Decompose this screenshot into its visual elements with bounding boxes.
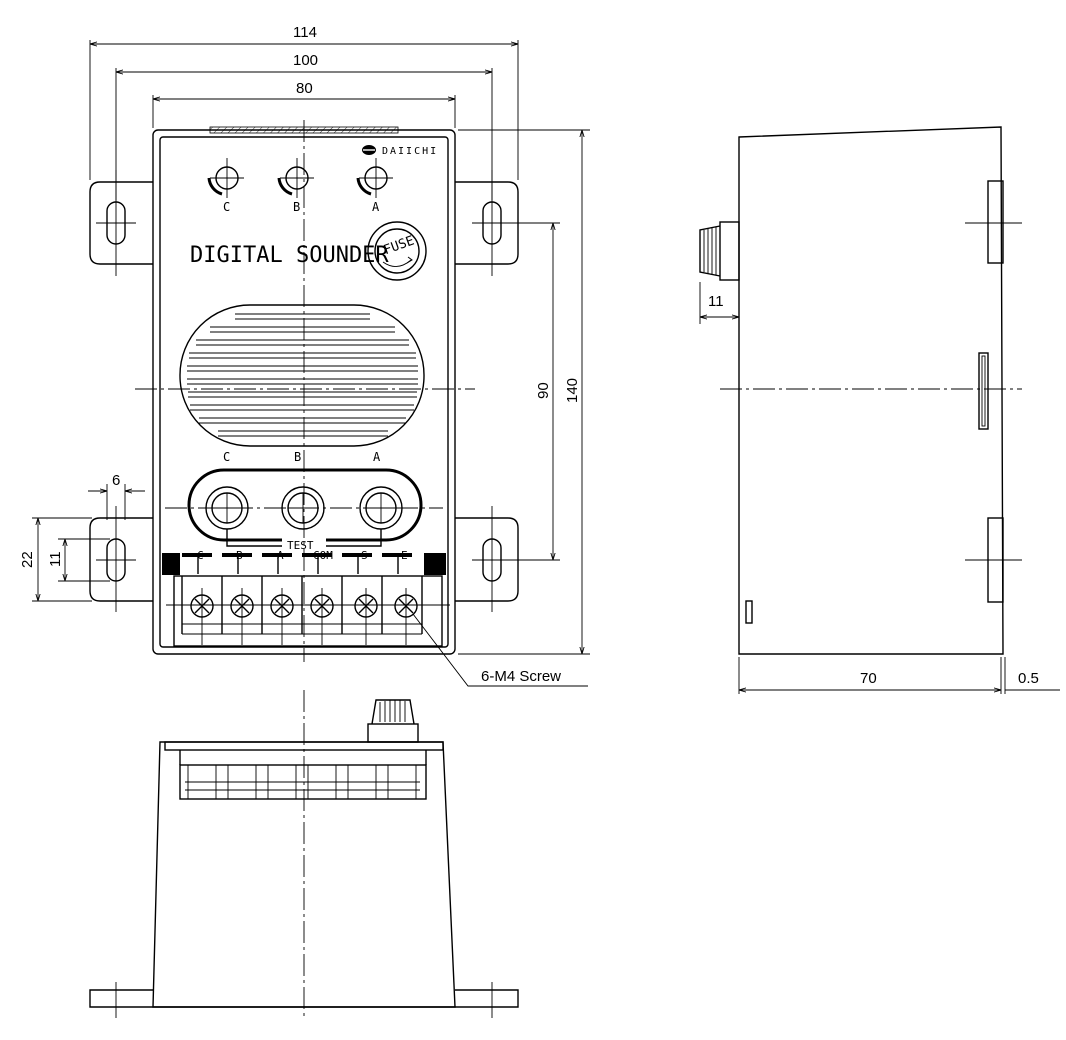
bottom-terminals xyxy=(179,750,427,800)
terminal-label-b: B xyxy=(236,549,243,562)
side-knob xyxy=(699,221,740,281)
indicator-label-b: B xyxy=(293,200,300,214)
test-label-b: B xyxy=(294,450,301,464)
bottom-knob xyxy=(367,699,419,743)
screw-callout: 6-M4 Screw xyxy=(481,668,561,685)
side-clip-top xyxy=(987,180,1004,264)
fuse-label: FUSE xyxy=(382,233,417,258)
terminal-header-bars xyxy=(182,553,412,557)
terminal-block-left xyxy=(162,553,180,575)
dim-gap: 0.5 xyxy=(1018,670,1039,687)
dim-slot-width: 6 xyxy=(112,472,120,489)
front-view: DAIICHI C B A DIGITAL SOUNDER FUSE xyxy=(89,120,519,662)
mount-ear-bottom-left xyxy=(89,517,153,602)
side-small-rect xyxy=(745,600,753,624)
brand-text: DAIICHI xyxy=(382,146,438,157)
test-label: TEST xyxy=(287,539,314,552)
terminal-label-e: E xyxy=(401,549,408,562)
side-view: 11 70 0.5 xyxy=(699,126,1060,694)
indicator-label-a: A xyxy=(372,200,380,214)
test-label-c: C xyxy=(223,450,230,464)
side-body xyxy=(738,126,1004,655)
dim-overall-width: 114 xyxy=(293,24,317,41)
dim-knob-protrusion: 11 xyxy=(708,293,724,310)
speaker-grille xyxy=(179,304,425,447)
terminal-label-com: COM xyxy=(313,549,333,562)
terminal-strip xyxy=(173,575,443,647)
dim-depth: 70 xyxy=(860,670,877,687)
test-label-a: A xyxy=(373,450,381,464)
mount-ear-top-left xyxy=(89,181,153,265)
dim-ear-height: 22 xyxy=(19,551,36,568)
dim-slot-length: 11 xyxy=(47,551,64,567)
side-slot xyxy=(978,352,989,430)
indicator-leds xyxy=(207,158,393,198)
front-dimensions: 114 100 80 140 90 6 22 11 6-M4 Screw xyxy=(19,24,590,687)
indicator-label-c: C xyxy=(223,200,230,214)
terminal-label-s: S xyxy=(361,549,368,562)
mount-ear-bottom-right xyxy=(455,517,519,602)
dim-vertical-pitch: 90 xyxy=(535,382,552,399)
dim-height: 140 xyxy=(564,378,581,403)
terminal-label-a: A xyxy=(277,549,284,562)
product-title: DIGITAL SOUNDER xyxy=(190,243,389,268)
dim-body-width: 80 xyxy=(296,80,313,97)
bottom-view xyxy=(89,690,519,1020)
terminal-block-right xyxy=(424,553,446,575)
dim-hole-pitch: 100 xyxy=(293,52,318,69)
terminal-label-c: C xyxy=(197,549,204,562)
